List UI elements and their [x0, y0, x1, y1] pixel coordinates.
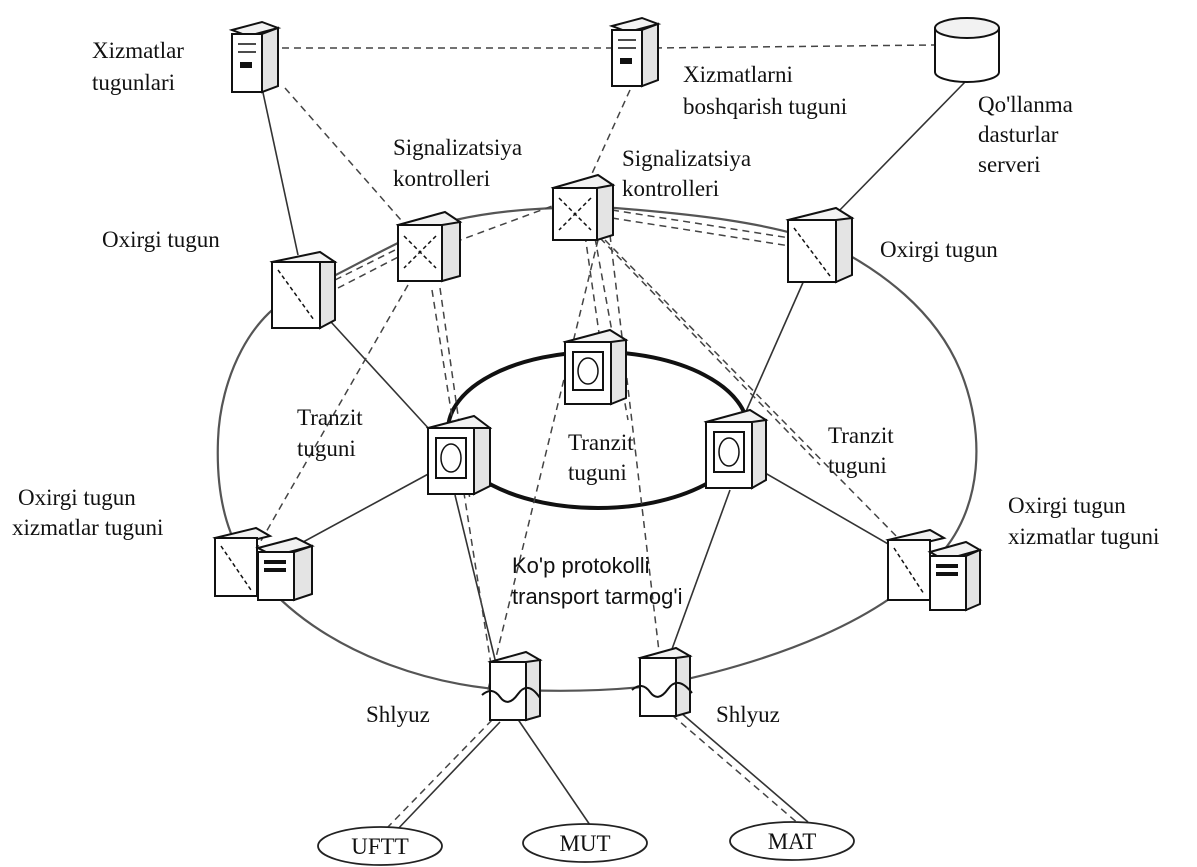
signaling-controller-right-icon [550, 173, 616, 242]
link-gateway-left-uftt-b [394, 721, 501, 833]
label-app-server-1: Qo'llanma [978, 92, 1073, 117]
signaling-controller-left-icon [395, 210, 463, 283]
sig-sigright-gateway-left [487, 239, 599, 691]
sig-service-to-sigleft [284, 87, 409, 229]
network-mat-label: MAT [768, 829, 817, 854]
link-gateway-left-uftt-a [384, 719, 493, 831]
gateway-left-icon [481, 650, 543, 722]
link-gateway-right-mat-a [671, 714, 801, 826]
labels: Xizmatlar tugunlari Xizmatlarni boshqari… [12, 38, 1159, 727]
transit-node-left-icon [425, 414, 493, 496]
edge-service-node-left-icon [212, 526, 315, 602]
label-transit-center-2: tuguni [568, 460, 627, 485]
label-app-server-3: serveri [978, 152, 1041, 177]
label-signaling-right-1: Signalizatsiya [622, 146, 751, 171]
sig-edgeleft-to-sigleft-b [337, 251, 409, 289]
link-transit-right-edgeservice-right [759, 469, 891, 546]
label-transit-center-1: Tranzit [568, 430, 634, 455]
link-transit-left-gateway-left [454, 494, 501, 681]
sig-sigleft-gateway-left [431, 289, 496, 691]
transit-node-right-icon [703, 408, 769, 490]
network-mut: MUT [522, 823, 648, 863]
link-edge-right-transit-right [739, 277, 806, 426]
label-transport-network-1: Ko'p protokolli [512, 553, 650, 578]
sig-control-to-sigright [589, 89, 631, 179]
label-transit-right-1: Tranzit [828, 423, 894, 448]
label-edge-service-right-1: Oxirgi tugun [1008, 493, 1126, 518]
link-appserver-edge-right [834, 81, 966, 216]
edge-node-left-icon [269, 250, 338, 330]
edge-service-node-right-icon [885, 528, 983, 612]
service-bus-right [654, 44, 936, 49]
service-control-server-icon [608, 16, 662, 88]
label-transit-left-2: tuguni [297, 436, 356, 461]
link-service-edge-left [261, 87, 299, 256]
database-icon [934, 17, 1000, 83]
label-service-control-1: Xizmatlarni [683, 62, 793, 87]
network-mat: MAT [729, 821, 855, 861]
label-service-nodes-2: tugunlari [92, 70, 175, 95]
service-node-server-icon [228, 20, 282, 94]
label-signaling-right-2: kontrolleri [622, 176, 719, 201]
link-gateway-left-mut [514, 714, 591, 826]
label-signaling-left-2: kontrolleri [393, 166, 490, 191]
sig-edgeleft-to-sigleft-a [334, 244, 406, 281]
label-signaling-left-1: Signalizatsiya [393, 135, 522, 160]
label-edge-service-left-2: xizmatlar tuguni [12, 515, 163, 540]
label-edge-service-left-1: Oxirgi tugun [18, 485, 136, 510]
label-gateway-left: Shlyuz [366, 702, 430, 727]
label-service-nodes-1: Xizmatlar [92, 38, 184, 63]
label-transport-network-2: transport tarmog'i [512, 584, 683, 609]
transit-node-center-icon [562, 328, 629, 406]
link-gateway-right-mat-b [679, 711, 809, 823]
sig-sigright-core [594, 237, 629, 421]
network-mut-label: MUT [559, 831, 610, 856]
gateway-right-icon [631, 646, 693, 718]
link-edge-left-transit-left [319, 309, 431, 431]
sig-sigright-edgeright-b [611, 217, 791, 247]
label-transit-right-2: tuguni [828, 453, 887, 478]
network-uftt-label: UFTT [351, 834, 409, 859]
sig-sigleft-edgeservice-left [249, 284, 409, 561]
label-app-server-2: dasturlar [978, 122, 1059, 147]
label-transit-left-1: Tranzit [297, 405, 363, 430]
sig-sigleft-sigright [454, 204, 556, 243]
label-edge-right: Oxirgi tugun [880, 237, 998, 262]
label-edge-service-right-2: xizmatlar tuguni [1008, 524, 1159, 549]
link-transit-right-gateway-right [667, 489, 731, 661]
sig-sigright-transit-right [599, 237, 821, 466]
sig-sigright-edgeright-a [611, 209, 791, 239]
label-edge-left: Oxirgi tugun [102, 227, 220, 252]
label-gateway-right: Shlyuz [716, 702, 780, 727]
label-service-control-2: boshqarish tuguni [683, 94, 847, 119]
sig-sigright-center [584, 234, 601, 341]
network-uftt: UFTT [317, 826, 443, 866]
edge-node-right-icon [785, 206, 855, 284]
